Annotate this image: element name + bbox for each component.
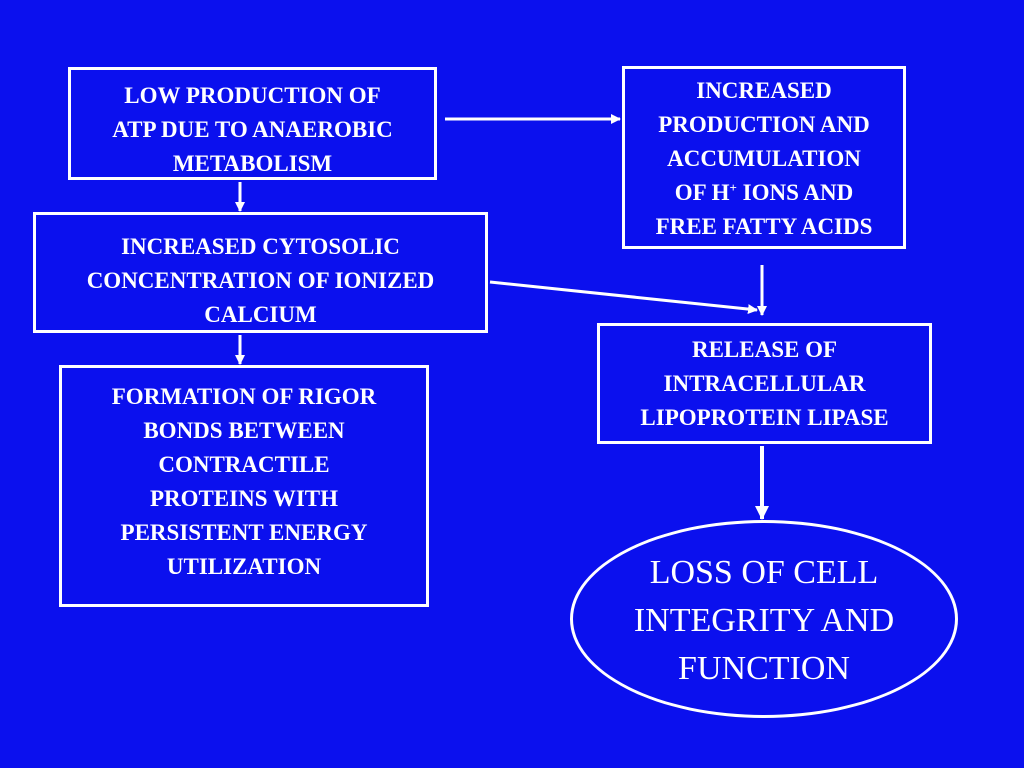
node-text-line: METABOLISM bbox=[172, 151, 333, 176]
arrow-calcium-to-lipase bbox=[489, 280, 758, 315]
node-text-line: BONDS BETWEEN bbox=[143, 418, 345, 443]
node-lipoprotein-lipase-release: RELEASE OF INTRACELLULAR LIPOPROTEIN LIP… bbox=[597, 323, 932, 444]
node-text-line: INTEGRITY AND bbox=[633, 602, 895, 639]
node-text-line: PROTEINS WITH bbox=[149, 486, 339, 511]
h-ions-prefix: OF H bbox=[674, 180, 730, 205]
node-text-line: CALCIUM bbox=[204, 302, 317, 327]
node-text-line: INCREASED CYTOSOLIC bbox=[121, 234, 400, 259]
node-text-line: ACCUMULATION bbox=[667, 146, 861, 171]
node-text-line: LOW PRODUCTION OF bbox=[124, 83, 381, 108]
node-low-atp-production: LOW PRODUCTION OF ATP DUE TO ANAEROBIC M… bbox=[68, 67, 437, 180]
node-text-line: CONCENTRATION OF IONIZED bbox=[86, 268, 435, 293]
node-loss-of-cell-integrity: LOSS OF CELL INTEGRITY AND FUNCTION bbox=[570, 520, 958, 718]
node-text-line-h-ions: OF H+ IONS AND bbox=[656, 176, 873, 210]
node-rigor-bonds: FORMATION OF RIGOR BONDS BETWEEN CONTRAC… bbox=[59, 365, 429, 607]
h-ions-suffix: IONS AND bbox=[736, 180, 854, 205]
node-text-line: ATP DUE TO ANAEROBIC bbox=[112, 117, 393, 142]
node-text-line: LIPOPROTEIN LIPASE bbox=[640, 405, 889, 430]
node-text-line: CONTRACTILE bbox=[158, 452, 330, 477]
node-text-line: FORMATION OF RIGOR bbox=[111, 384, 377, 409]
node-text-line: PRODUCTION AND bbox=[658, 112, 870, 137]
node-text-line: INCREASED bbox=[696, 78, 832, 103]
node-text-line: INTRACELLULAR bbox=[663, 371, 866, 396]
node-text-line: UTILIZATION bbox=[166, 554, 322, 579]
node-text-line: RELEASE OF bbox=[691, 337, 838, 362]
h-ions-superscript: + bbox=[729, 180, 737, 195]
node-text-line: FUNCTION bbox=[678, 650, 850, 687]
node-text-line: FREE FATTY ACIDS bbox=[655, 214, 873, 239]
node-text-line: PERSISTENT ENERGY bbox=[120, 520, 368, 545]
node-h-ions-fatty-acids: INCREASED PRODUCTION AND ACCUMULATION OF… bbox=[622, 66, 906, 249]
node-text-line: LOSS OF CELL bbox=[649, 554, 879, 591]
node-cytosolic-calcium: INCREASED CYTOSOLIC CONCENTRATION OF ION… bbox=[33, 212, 488, 333]
